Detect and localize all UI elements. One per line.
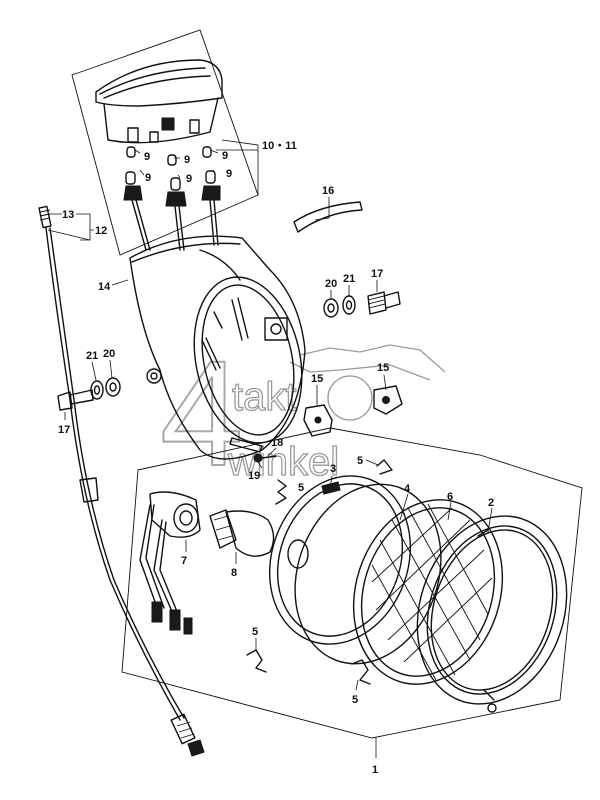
callout-21-left: 21 — [86, 350, 98, 362]
callout-16: 16 — [322, 185, 334, 197]
callout-9-bulb-c: 9 — [222, 150, 228, 162]
callout-14: 14 — [98, 281, 111, 293]
callout-17-left: 17 — [58, 424, 70, 436]
callout-10-11: 10・11 — [262, 140, 297, 152]
bulb-sockets — [123, 146, 221, 251]
callout-9-bulb-b: 9 — [184, 154, 190, 166]
callout-18: 18 — [271, 437, 283, 449]
bolt-set-left — [57, 377, 121, 411]
leader-lines — [47, 139, 493, 758]
callout-5-lower-left: 5 — [252, 626, 258, 638]
callout-8: 8 — [231, 567, 237, 579]
callout-9-bulb-a: 9 — [144, 151, 150, 163]
callout-15-left: 15 — [311, 373, 323, 385]
screw-18-19 — [253, 453, 277, 463]
callout-1: 1 — [372, 764, 378, 776]
watermark-digit: 4 — [160, 329, 243, 497]
speedometer-group-outline — [71, 29, 259, 256]
callout-9-socket-c: 9 — [226, 168, 232, 180]
callout-21-right: 21 — [343, 273, 355, 285]
callout-2: 2 — [488, 497, 494, 509]
callout-12: 12 — [95, 225, 107, 237]
emblem-strip — [293, 201, 363, 233]
callout-15-right: 15 — [377, 362, 389, 374]
watermark: 4 takt winkel — [159, 328, 446, 498]
callout-5-upper-right: 5 — [357, 455, 363, 467]
watermark-line1: takt — [232, 375, 296, 419]
headlight-assembly-outline — [121, 427, 583, 739]
callout-5-lower-right: 5 — [352, 694, 358, 706]
callout-13: 13 — [62, 209, 74, 221]
spring-clips — [246, 459, 393, 685]
callout-3: 3 — [330, 463, 336, 475]
speedometer-cable — [38, 205, 205, 757]
headlight-bulb — [209, 509, 275, 557]
callout-9-socket-b: 9 — [186, 173, 192, 185]
callout-9-socket-a: 9 — [145, 172, 151, 184]
callout-labels: 10・11 9 9 9 9 9 9 16 13 12 14 20 21 17 2… — [58, 140, 494, 776]
clip-nuts — [303, 385, 403, 437]
headlight-rim — [416, 515, 568, 713]
callout-20-right: 20 — [325, 278, 337, 290]
callout-7: 7 — [181, 555, 187, 567]
callout-5-upper-left: 5 — [298, 482, 304, 494]
bolt-set-right — [323, 291, 401, 318]
callout-19: 19 — [248, 470, 260, 482]
callout-6: 6 — [447, 491, 453, 503]
bulb-socket-7 — [139, 491, 201, 635]
speedometer-unit — [95, 59, 223, 144]
callout-17-right: 17 — [371, 268, 383, 280]
callout-20-left: 20 — [103, 348, 115, 360]
seal-ring — [294, 483, 442, 665]
callout-4: 4 — [404, 483, 411, 495]
